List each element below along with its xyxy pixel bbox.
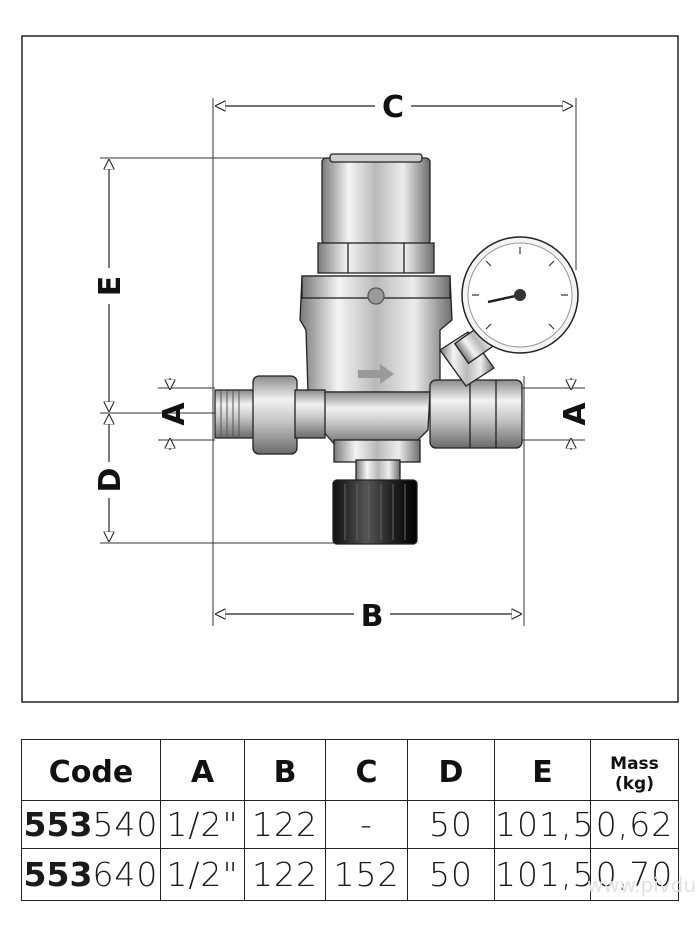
drawing-frame bbox=[21, 35, 679, 703]
cell-b: 122 bbox=[244, 848, 326, 901]
dimension-a-right-label: A bbox=[558, 402, 593, 426]
cell-e: 101,5 bbox=[494, 848, 593, 901]
cell-d: 50 bbox=[407, 800, 495, 849]
dimension-e-label: E bbox=[93, 276, 128, 297]
pressure-gauge-icon bbox=[461, 236, 579, 354]
header-c: C bbox=[325, 739, 408, 801]
cell-mass: 0,62 bbox=[590, 800, 679, 849]
header-b: B bbox=[244, 739, 326, 801]
header-a: A bbox=[160, 739, 245, 801]
cell-c: - bbox=[325, 800, 408, 849]
dimension-b-label: B bbox=[361, 599, 384, 634]
specifications-table: Code A B C D E Mass (kg) 553540 1/2" 122… bbox=[21, 739, 679, 901]
table-row: 553540 1/2" 122 - 50 101,5 0,62 bbox=[21, 800, 679, 849]
cell-c: 152 bbox=[325, 848, 408, 901]
header-mass: Mass (kg) bbox=[590, 739, 679, 801]
cell-b: 122 bbox=[244, 800, 326, 849]
cell-e: 101,5 bbox=[494, 800, 593, 849]
header-d: D bbox=[407, 739, 495, 801]
dimension-d-label: D bbox=[93, 468, 128, 493]
dimension-c-label: C bbox=[382, 90, 404, 125]
watermark: www.pivdu bbox=[586, 873, 696, 897]
table-row: 553640 1/2" 122 152 50 101,5 0,70 bbox=[21, 848, 679, 901]
cell-code: 553540 bbox=[21, 800, 161, 849]
cell-d: 50 bbox=[407, 848, 495, 901]
technical-drawing: C B E D A A bbox=[21, 35, 679, 703]
dimension-a-left-label: A bbox=[157, 402, 192, 426]
cell-a: 1/2" bbox=[160, 848, 245, 901]
table-header-row: Code A B C D E Mass (kg) bbox=[21, 739, 679, 801]
header-e: E bbox=[494, 739, 591, 801]
cell-code: 553640 bbox=[21, 848, 161, 901]
cell-mass: 0,70 bbox=[590, 848, 679, 901]
header-code: Code bbox=[21, 739, 161, 801]
pressure-reducing-valve bbox=[214, 153, 523, 545]
cell-a: 1/2" bbox=[160, 800, 245, 849]
